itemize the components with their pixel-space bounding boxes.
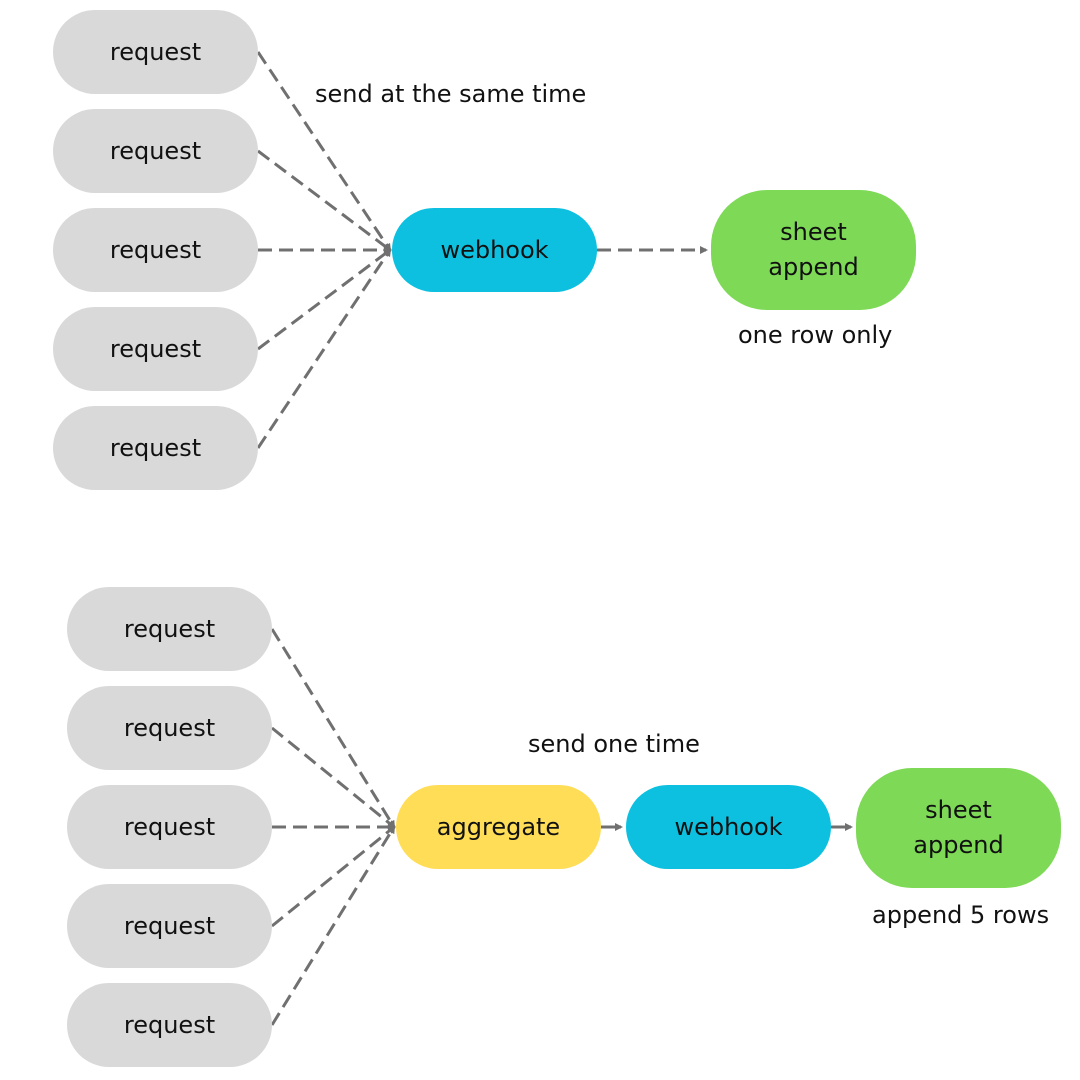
top-sheet-append-node: sheet append <box>711 190 916 310</box>
bottom-request-node-4: request <box>67 884 272 968</box>
top-edge-request-5 <box>256 248 392 449</box>
bottom-aggregate-node: aggregate <box>396 785 601 869</box>
bottom-sheet-append-node: sheet append <box>856 768 1061 888</box>
bottom-edge-request-5 <box>270 825 396 1026</box>
top-edge-request-1 <box>256 51 392 252</box>
top-request-node-5: request <box>53 406 258 490</box>
bottom-send-label: send one time <box>528 730 700 758</box>
bottom-request-node-1: request <box>67 587 272 671</box>
bottom-webhook-node: webhook <box>626 785 831 869</box>
bottom-request-node-2: request <box>67 686 272 770</box>
bottom-result-label: append 5 rows <box>872 901 1050 929</box>
top-request-node-2: request <box>53 109 258 193</box>
top-request-node-4: request <box>53 307 258 391</box>
bottom-edge-request-2 <box>271 726 396 829</box>
bottom-request-node-3: request <box>67 785 272 869</box>
top-request-node-3: request <box>53 208 258 292</box>
top-edge-request-4 <box>257 248 392 351</box>
top-send-label: send at the same time <box>315 80 587 108</box>
top-result-label: one row only <box>738 321 893 349</box>
bottom-request-node-5: request <box>67 983 272 1067</box>
bottom-edge-request-1 <box>270 628 396 829</box>
bottom-edge-request-4 <box>271 825 396 928</box>
top-request-node-1: request <box>53 10 258 94</box>
top-edge-request-2 <box>257 149 392 252</box>
top-webhook-node: webhook <box>392 208 597 292</box>
